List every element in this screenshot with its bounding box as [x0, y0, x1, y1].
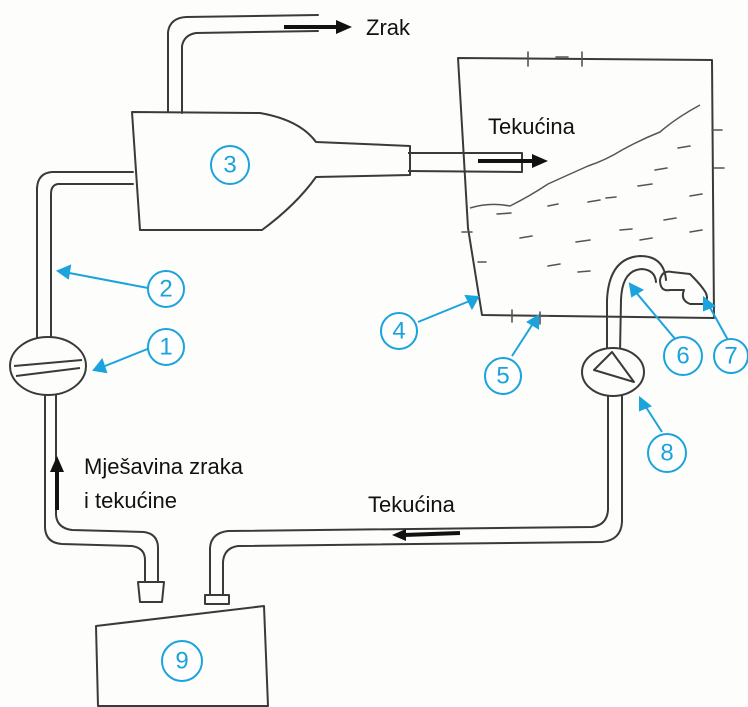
callout-9-circle — [161, 640, 203, 682]
left-fitting — [137, 581, 165, 603]
callout-5: 5 — [496, 363, 509, 390]
air-outlet-pipe — [167, 14, 319, 114]
callout-2-circle — [147, 270, 185, 308]
mixture-arrow — [50, 456, 64, 510]
reservoir-box — [457, 57, 715, 319]
label-air: Zrak — [366, 15, 411, 40]
right-return-pipe — [209, 394, 623, 596]
callout-4-circle — [380, 312, 418, 350]
tank-body — [95, 605, 269, 707]
right-fitting — [204, 594, 230, 605]
callout-2: 2 — [159, 276, 172, 303]
reservoir-ticks — [461, 51, 725, 325]
callout-1-circle — [147, 328, 185, 366]
callout-7-circle — [713, 338, 748, 374]
liquid-return-arrow — [392, 529, 461, 541]
callout-7: 7 — [724, 343, 737, 370]
strainer — [659, 270, 708, 305]
leader-6 — [633, 289, 677, 341]
leader-4 — [417, 299, 473, 323]
label-liquid-top: Tekućina — [488, 114, 576, 139]
label-liquid-bottom: Tekućina — [368, 492, 456, 517]
suction-pipe — [606, 255, 667, 353]
leader-1 — [99, 347, 151, 369]
left-riser-pipe — [36, 171, 134, 341]
leader-2 — [63, 271, 149, 289]
callout-4: 4 — [392, 318, 405, 345]
callout-9: 9 — [175, 648, 188, 675]
leader-8 — [643, 403, 663, 433]
callout-8: 8 — [660, 440, 673, 467]
callout-3-circle — [210, 145, 250, 185]
leader-7 — [707, 303, 729, 341]
liquid-strokes — [496, 145, 703, 273]
label-mixture-line1: Mješavina zraka — [84, 454, 244, 479]
separator-body — [131, 111, 411, 231]
callout-5-circle — [484, 357, 522, 395]
liquid-surface — [469, 104, 701, 209]
left-lower-pipe — [44, 393, 159, 583]
pump-8 — [581, 347, 645, 397]
callout-3: 3 — [223, 152, 236, 179]
label-mixture-line2: i tekućine — [84, 488, 177, 513]
air-arrow — [284, 20, 352, 34]
leader-5 — [511, 321, 535, 357]
callout-6-circle — [663, 336, 703, 376]
callout-6: 6 — [676, 343, 689, 370]
liquid-out-arrow — [478, 154, 548, 168]
pump-1 — [9, 336, 87, 396]
callout-1: 1 — [159, 334, 172, 361]
callout-8-circle — [647, 433, 687, 473]
